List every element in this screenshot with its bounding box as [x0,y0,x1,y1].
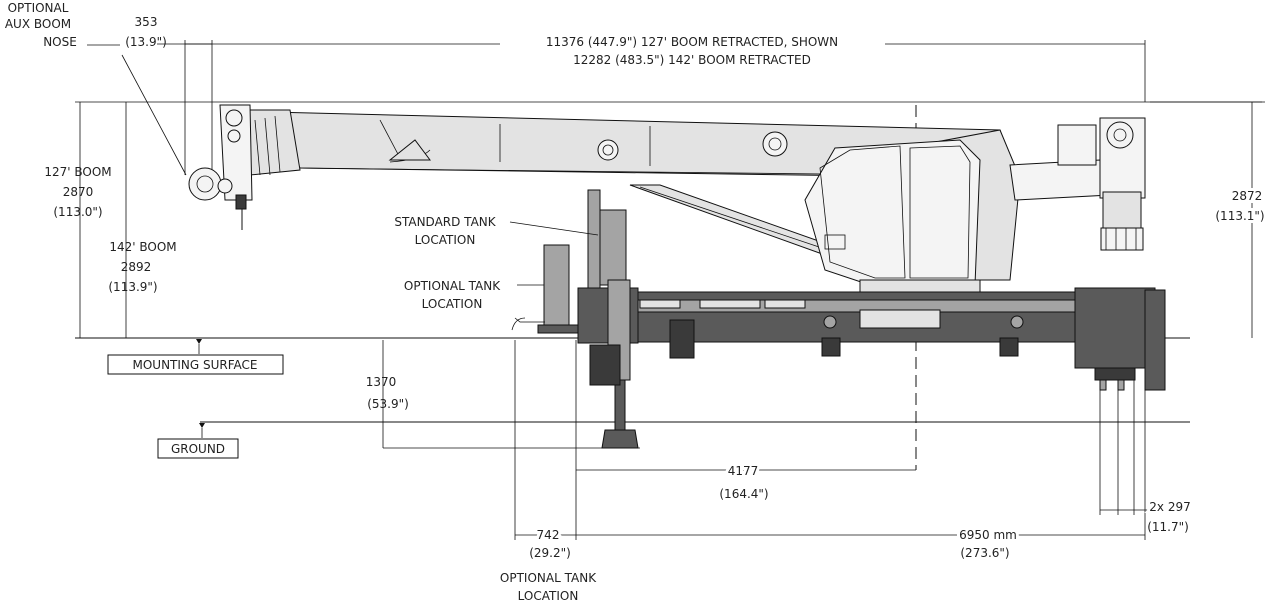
height-2872-in: (113.1") [1215,209,1264,223]
opt-tank-bottom-1: OPTIONAL TANK [500,571,597,585]
standard-tank [597,209,627,286]
labels: OPTIONAL AUX BOOM NOSE 353 (13.9") 11376… [5,1,1268,603]
overall-length-142: 12282 (483.5") 142' BOOM RETRACTED [573,53,811,67]
opt-tank-label-2: LOCATION [422,297,483,311]
winch [1009,117,1146,251]
boom127-in: (113.0") [53,205,102,219]
dim-4177-in: (164.4") [719,487,768,501]
height-1370-in: (53.9") [367,397,409,411]
chassis [577,279,1166,449]
aux-dim-value: 353 [135,15,158,29]
std-tank-label-1: STANDARD TANK [394,215,496,229]
mounting-surface-label: MOUNTING SURFACE [132,358,257,372]
dim-6950: 6950 mm [959,528,1017,542]
dim-742-in: (29.2") [529,546,571,560]
dim-4177: 4177 [728,464,759,478]
aux-nose-label-2: AUX BOOM [5,17,71,31]
height-2872: 2872 [1232,189,1263,203]
opt-tank-bottom-2: LOCATION [518,589,579,603]
cab [804,129,1021,286]
height-1370: 1370 [366,375,397,389]
std-tank-label-2: LOCATION [415,233,476,247]
boom142-in: (113.9") [108,280,157,294]
dim-297-in: (11.7") [1147,520,1189,534]
dim-297: 2x 297 [1149,500,1190,514]
dimension-lines [75,40,1265,540]
aux-dim-inches: (13.9") [125,35,167,49]
aux-nose-label-1: OPTIONAL [8,1,69,15]
optional-tank [543,244,570,326]
dim-6950-in: (273.6") [960,546,1009,560]
boom127-label: 127' BOOM [44,165,111,179]
opt-tank-label-1: OPTIONAL TANK [404,279,501,293]
ground-label: GROUND [171,442,225,456]
overall-length-127: 11376 (447.9") 127' BOOM RETRACTED, SHOW… [546,35,838,49]
boom142-mm: 2892 [121,260,152,274]
dim-742: 742 [537,528,560,542]
aux-nose-label-3: NOSE [43,35,77,49]
boom127-mm: 2870 [63,185,94,199]
boom142-label: 142' BOOM [109,240,176,254]
